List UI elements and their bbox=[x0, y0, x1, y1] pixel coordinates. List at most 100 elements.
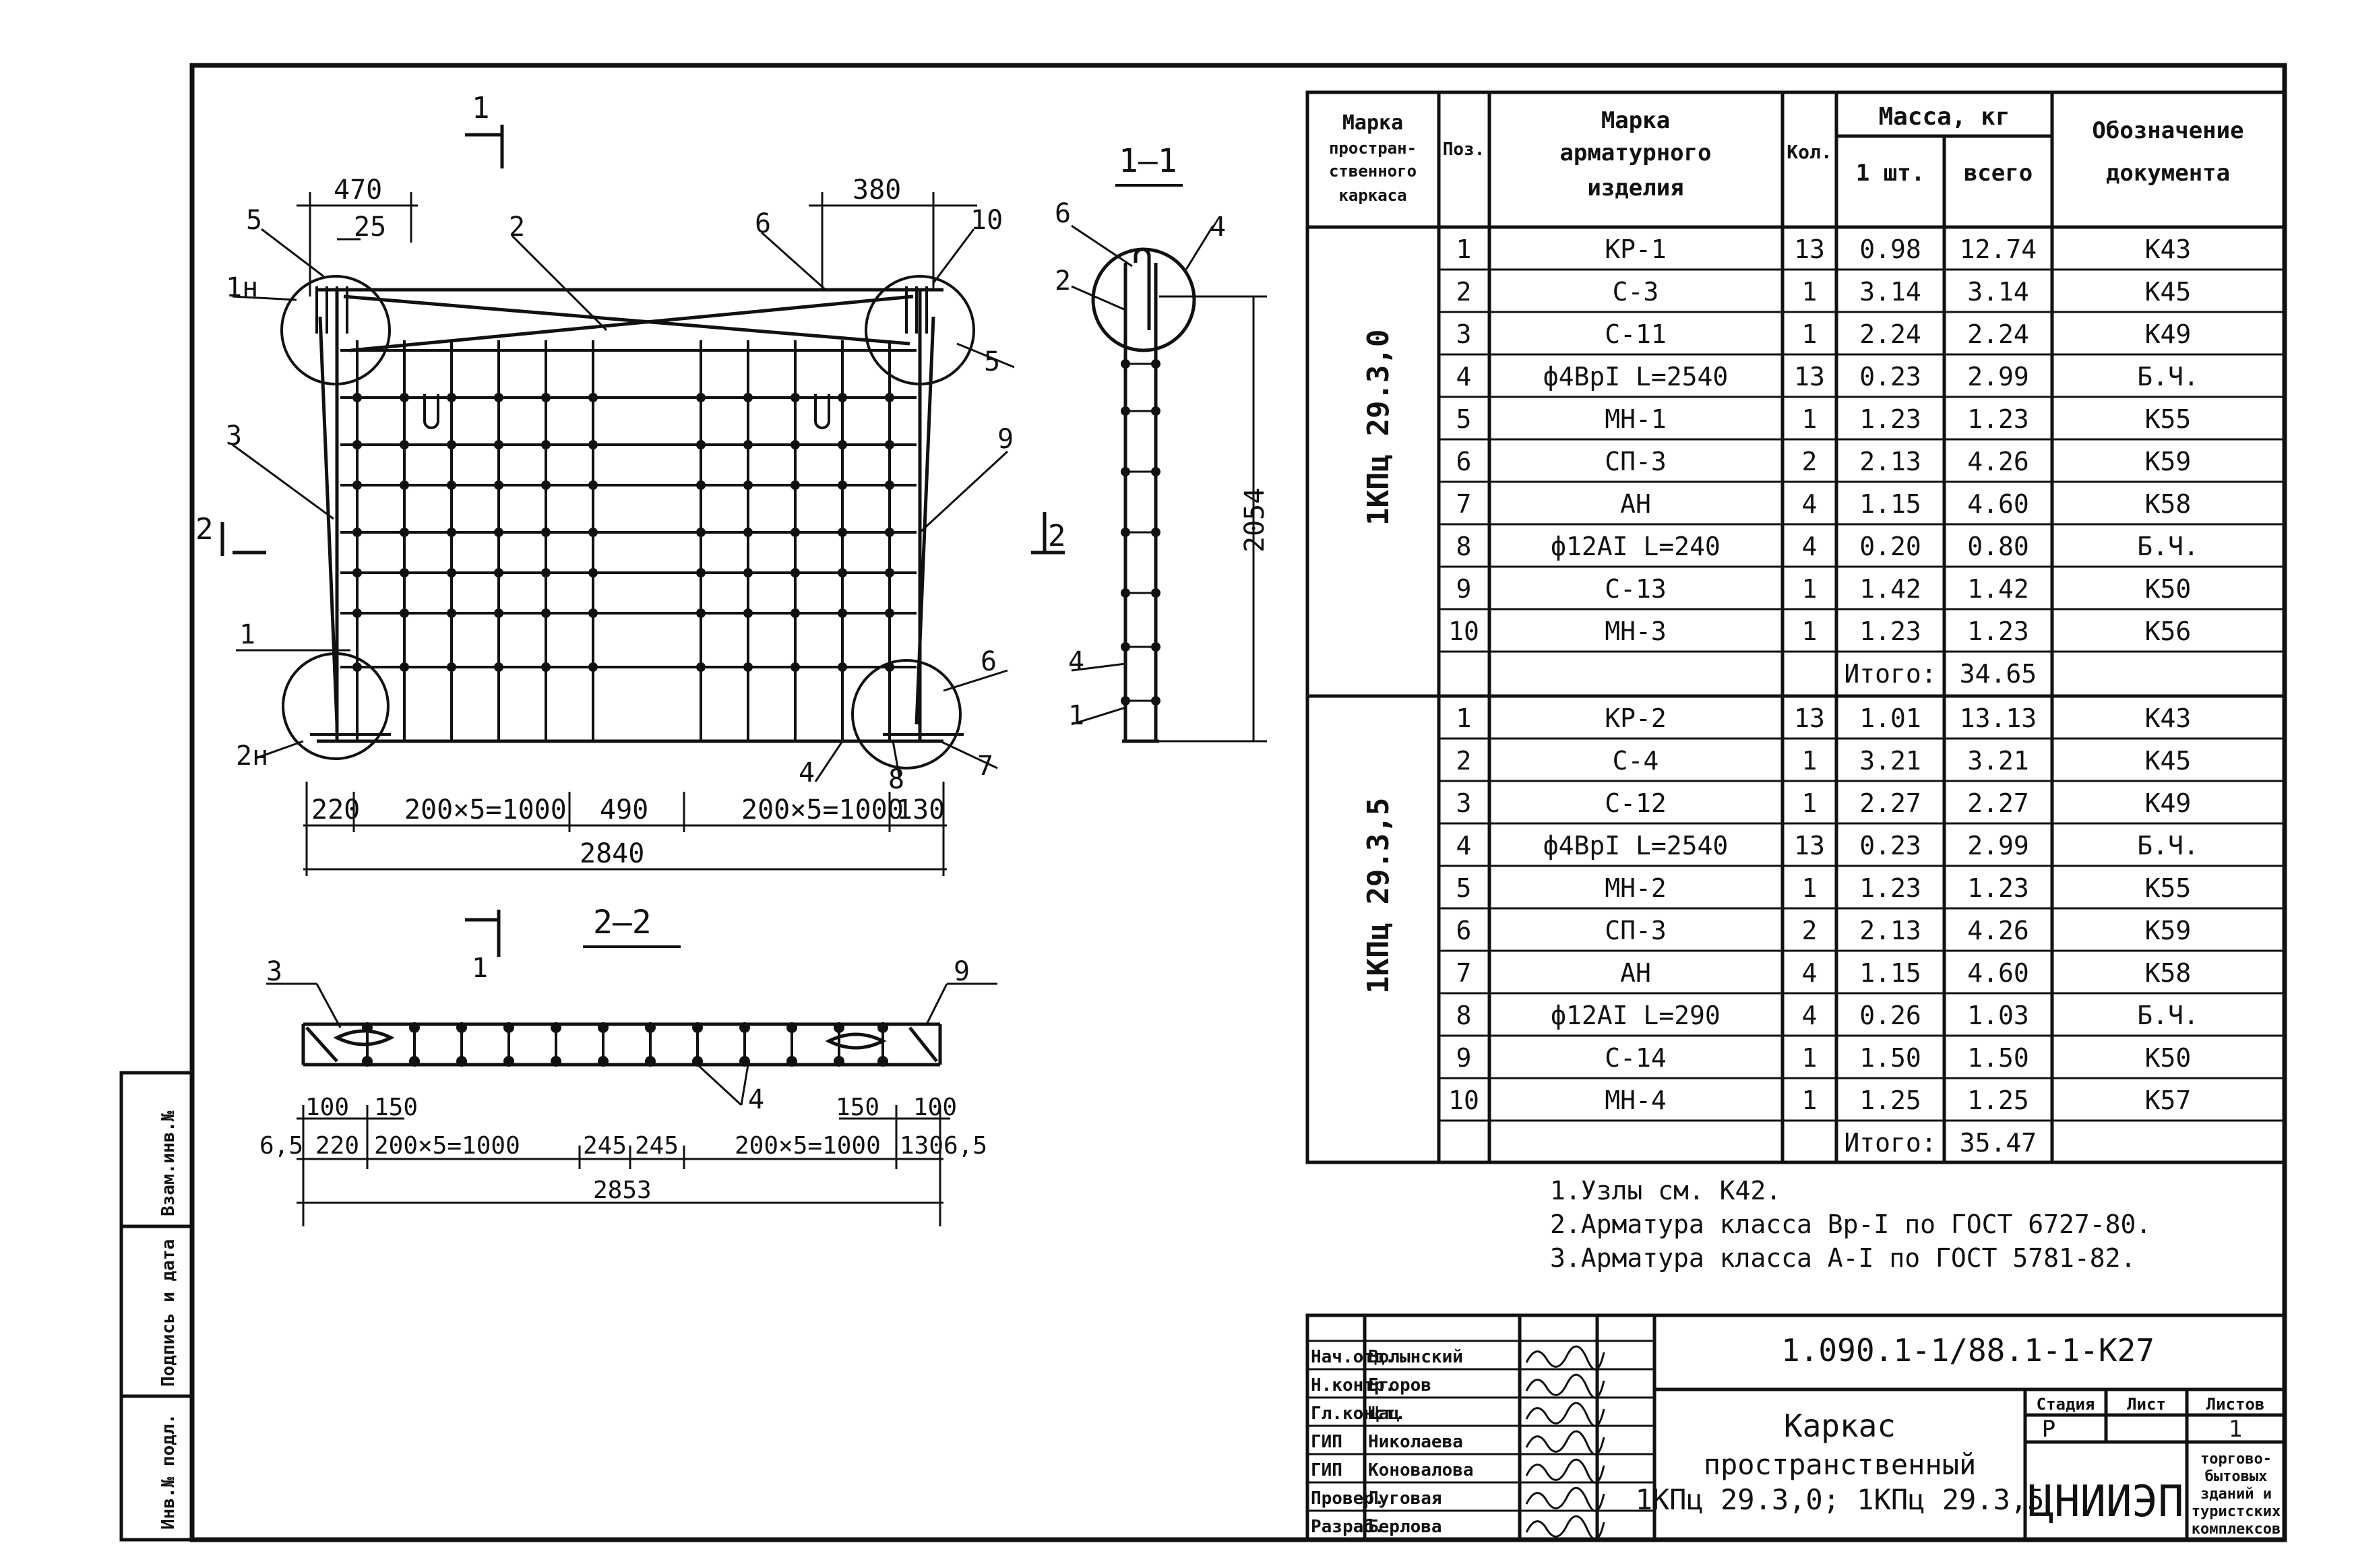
section-1-1-callout-2: 2 bbox=[1055, 265, 1071, 296]
header-doc-2: документа bbox=[2106, 160, 2230, 187]
group-name-1: 1КПц 29.3,0 bbox=[1361, 330, 1396, 526]
table-cell-pos: 7 bbox=[1456, 489, 1472, 519]
table-cell-item: АН bbox=[1620, 489, 1651, 519]
plan-node bbox=[400, 528, 409, 537]
table-cell-doc: К55 bbox=[2145, 404, 2192, 434]
plan-node bbox=[885, 480, 894, 490]
plan-node bbox=[588, 480, 598, 490]
section-2-2-dim-130: 130 bbox=[900, 1132, 943, 1160]
plan-node bbox=[494, 568, 503, 577]
header-doc-1: Обозначение bbox=[2092, 117, 2243, 144]
table-cell-pos: 5 bbox=[1456, 404, 1472, 434]
table-cell-qty: 1 bbox=[1802, 319, 1818, 349]
plan-dim-1000-right: 200×5=1000 bbox=[741, 794, 904, 825]
plan-node bbox=[352, 568, 362, 577]
plan-node bbox=[588, 608, 598, 618]
section-2-2-dim-150-left: 150 bbox=[374, 1094, 418, 1121]
plan-node bbox=[494, 440, 503, 449]
plan-node bbox=[352, 480, 362, 490]
table-cell-doc: К55 bbox=[2145, 873, 2192, 903]
table-cell-all: 35.47 bbox=[1960, 1128, 2037, 1158]
stage-value: Р bbox=[2042, 1416, 2055, 1443]
plan-callout-8: 8 bbox=[888, 764, 904, 795]
table-cell-doc: К56 bbox=[2145, 617, 2192, 646]
plan-dim-220: 220 bbox=[311, 794, 360, 825]
header-item-3: изделия bbox=[1587, 175, 1683, 201]
plan-callout-5-right: 5 bbox=[984, 346, 1000, 377]
org-name: ЦНИИЭП bbox=[2028, 1477, 2183, 1527]
table-cell-qty: 4 bbox=[1802, 489, 1818, 519]
sheet-label: Лист bbox=[2127, 1395, 2166, 1414]
signature-name: Коновалова bbox=[1368, 1460, 1474, 1480]
plan-node bbox=[743, 480, 753, 490]
table-cell-item: СП-3 bbox=[1605, 916, 1667, 945]
table-cell-qty: 13 bbox=[1794, 362, 1825, 391]
plan-node bbox=[885, 608, 894, 618]
sheets-label: Листов bbox=[2206, 1395, 2265, 1414]
table-cell-item: АН bbox=[1620, 958, 1651, 988]
table-cell-all: 1.23 bbox=[1967, 404, 2029, 434]
section-2-2-dim-1000-left: 200×5=1000 bbox=[374, 1132, 520, 1160]
table-cell-pos: 3 bbox=[1456, 788, 1472, 818]
group-name-2: 1КПц 29.3,5 bbox=[1361, 798, 1396, 994]
plan-node bbox=[588, 440, 598, 449]
section-1-1-callout-6: 6 bbox=[1055, 198, 1071, 229]
plan-node bbox=[838, 440, 847, 449]
table-cell-pos: 4 bbox=[1456, 362, 1472, 391]
org-sub-3: зданий и bbox=[2200, 1486, 2272, 1503]
table-cell-doc: К43 bbox=[2145, 234, 2192, 264]
section-2-2-dim-100-left: 100 bbox=[305, 1094, 349, 1121]
title-line-3: 1КПц 29.3,0; 1КПц 29.3,5 bbox=[1636, 1483, 2045, 1516]
plan-node bbox=[696, 480, 706, 490]
section-1-1-callout-1: 1 bbox=[1068, 700, 1084, 731]
side-strip-inv: Инв.№ подл. bbox=[158, 1414, 179, 1530]
spec-table: Марка простран- ственного каркаса Поз. М… bbox=[1305, 90, 2287, 1164]
header-mass-all: всего bbox=[1964, 160, 2033, 187]
table-cell-qty: 1 bbox=[1802, 1086, 1818, 1115]
table-cell-qty: 2 bbox=[1802, 916, 1818, 945]
handwritten-signature bbox=[1525, 1373, 1605, 1399]
plan-node bbox=[541, 528, 551, 537]
table-cell-one: 0.20 bbox=[1859, 532, 1921, 561]
table-cell-item: ф4ВрI L=2540 bbox=[1543, 831, 1729, 860]
table-cell-item: МН-3 bbox=[1605, 617, 1667, 646]
table-cell-one: 1.50 bbox=[1859, 1043, 1921, 1073]
plan-node bbox=[541, 608, 551, 618]
section-2-2-dim-150-right: 150 bbox=[836, 1094, 879, 1121]
table-cell-one: 2.24 bbox=[1859, 319, 1921, 349]
plan-node bbox=[696, 608, 706, 618]
plan-callout-3: 3 bbox=[226, 420, 242, 451]
table-cell-all: 4.26 bbox=[1967, 916, 2029, 945]
plan-node bbox=[791, 608, 800, 618]
table-cell-all: 12.74 bbox=[1960, 234, 2037, 264]
plan-node bbox=[838, 393, 847, 402]
section-2-2-node bbox=[598, 1056, 609, 1067]
plan-node bbox=[696, 528, 706, 537]
section-1-1-height: 2054 bbox=[1239, 488, 1270, 553]
table-cell-doc: Б.Ч. bbox=[2137, 831, 2199, 860]
signature-role: Гл.конст. bbox=[1311, 1404, 1406, 1424]
table-cell-all: 4.60 bbox=[1967, 958, 2029, 988]
plan-node bbox=[447, 480, 456, 490]
section-2-2-node bbox=[409, 1056, 420, 1067]
signature-name: Щац bbox=[1368, 1404, 1400, 1424]
table-cell-one: 1.42 bbox=[1859, 574, 1921, 604]
table-total-row: Итого:35.47 bbox=[1844, 1128, 2037, 1158]
table-cell-qty: 1 bbox=[1802, 873, 1818, 903]
section-2-2-node bbox=[551, 1022, 561, 1033]
signature-role: Нач.отд. bbox=[1311, 1347, 1395, 1367]
table-cell-item: МН-2 bbox=[1605, 873, 1667, 903]
plan-node bbox=[400, 608, 409, 618]
plan-node bbox=[743, 568, 753, 577]
table-cell-pos: 9 bbox=[1456, 574, 1472, 604]
stage-label: Стадия bbox=[2037, 1395, 2095, 1414]
section-2-2-node bbox=[503, 1056, 514, 1067]
header-qty: Кол. bbox=[1787, 141, 1832, 163]
notes: 1.Узлы см. К42. 2.Арматура класса Вр-I п… bbox=[1550, 1176, 2151, 1273]
table-cell-doc: К50 bbox=[2145, 1043, 2192, 1073]
plan-callout-4: 4 bbox=[799, 757, 815, 788]
